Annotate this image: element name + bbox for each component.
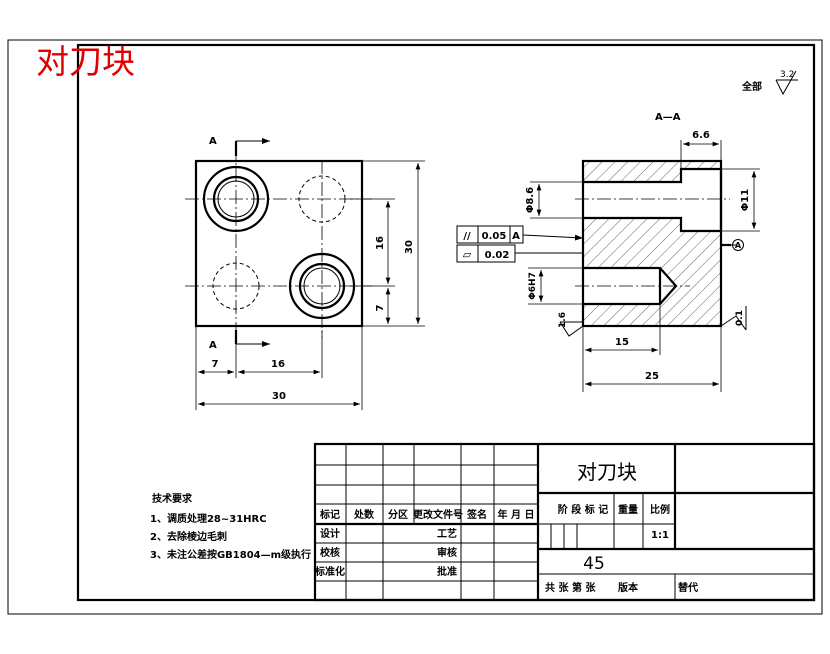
dim-counterbore-depth: 6.6 — [692, 130, 710, 141]
tol-left: 1.6 — [558, 312, 568, 328]
dim-spacing-16-v: 16 — [375, 236, 386, 250]
front-view: A A 30 16 7 7 16 30 — [185, 136, 425, 410]
tb-material: 45 — [583, 554, 605, 574]
tb-col-zone: 分区 — [388, 508, 408, 521]
title-block: 对刀块 阶 段 标 记 重量 比例 1:1 45 共 张 第 张 版本 替代 标… — [313, 442, 816, 602]
tb-design: 设计 — [320, 527, 340, 540]
dim-width-30: 30 — [272, 391, 286, 402]
tech-item-1: 1、调质处理28~31HRC — [150, 512, 267, 525]
tb-col-mark: 标记 — [319, 508, 340, 521]
tb-approve: 批准 — [437, 565, 457, 578]
front-view-outline — [194, 159, 364, 328]
tol-right: 0.1 — [735, 310, 745, 326]
tb-col-count: 处数 — [353, 508, 375, 521]
tb-version: 版本 — [618, 581, 639, 594]
dim-counterbore-dia: Φ11 — [740, 189, 751, 211]
dim-depth-15: 15 — [615, 337, 629, 348]
tech-title: 技术要求 — [152, 492, 193, 505]
tb-standard: 标准化 — [314, 565, 345, 578]
section-outline — [581, 159, 723, 328]
dim-pin-hole: Φ6H7 — [528, 272, 538, 300]
dim-offset-7-h: 7 — [212, 359, 219, 370]
tb-scale-value: 1:1 — [651, 530, 669, 541]
outer-border — [7, 39, 823, 615]
dim-offset-7-v: 7 — [375, 304, 386, 311]
tb-col-docno: 更改文件号 — [413, 508, 463, 521]
tb-check: 校核 — [320, 546, 340, 559]
section-title: A—A — [655, 112, 681, 123]
fcf-flatness: ▱ 0.02 — [456, 244, 584, 268]
dim-spacing-16-h: 16 — [271, 359, 285, 370]
roughness-value: 3.2 — [780, 70, 794, 80]
section-letter-bottom: A — [209, 340, 217, 351]
svg-text://: // — [463, 231, 471, 242]
tb-replace: 替代 — [678, 581, 698, 594]
dim-hole-dia: Φ8.6 — [525, 187, 536, 213]
tech-item-2: 2、去除棱边毛刺 — [150, 530, 227, 543]
tb-stage-label: 阶 段 标 记 — [558, 503, 608, 516]
section-view: A—A 6.6 Φ8.6 Φ11 Φ6H — [456, 112, 760, 392]
tb-review: 审核 — [437, 546, 457, 559]
svg-text:0.05: 0.05 — [482, 231, 507, 242]
roughness-label: 全部 — [741, 80, 762, 93]
red-part-title: 对刀块 — [36, 42, 135, 81]
tb-weight-label: 重量 — [618, 503, 638, 516]
svg-text:▱: ▱ — [463, 248, 472, 261]
tb-scale-label: 比例 — [650, 503, 670, 516]
fcf-parallel: // 0.05 A — [456, 225, 584, 244]
tb-col-sign: 签名 — [466, 508, 487, 521]
dim-height-30: 30 — [404, 240, 415, 254]
tech-item-3: 3、未注公差按GB1804—m级执行 — [150, 548, 311, 561]
datum-a: A — [735, 241, 742, 250]
section-letter-top: A — [209, 136, 217, 147]
tb-sheets: 共 张 第 张 — [545, 581, 596, 594]
tb-part-name: 对刀块 — [577, 460, 637, 484]
svg-text:0.02: 0.02 — [485, 250, 510, 261]
tb-col-date: 年 月 日 — [498, 508, 535, 521]
svg-text:A: A — [512, 231, 520, 242]
roughness-icon — [775, 70, 798, 96]
tb-process: 工艺 — [437, 527, 457, 540]
dim-length-25: 25 — [645, 371, 659, 382]
